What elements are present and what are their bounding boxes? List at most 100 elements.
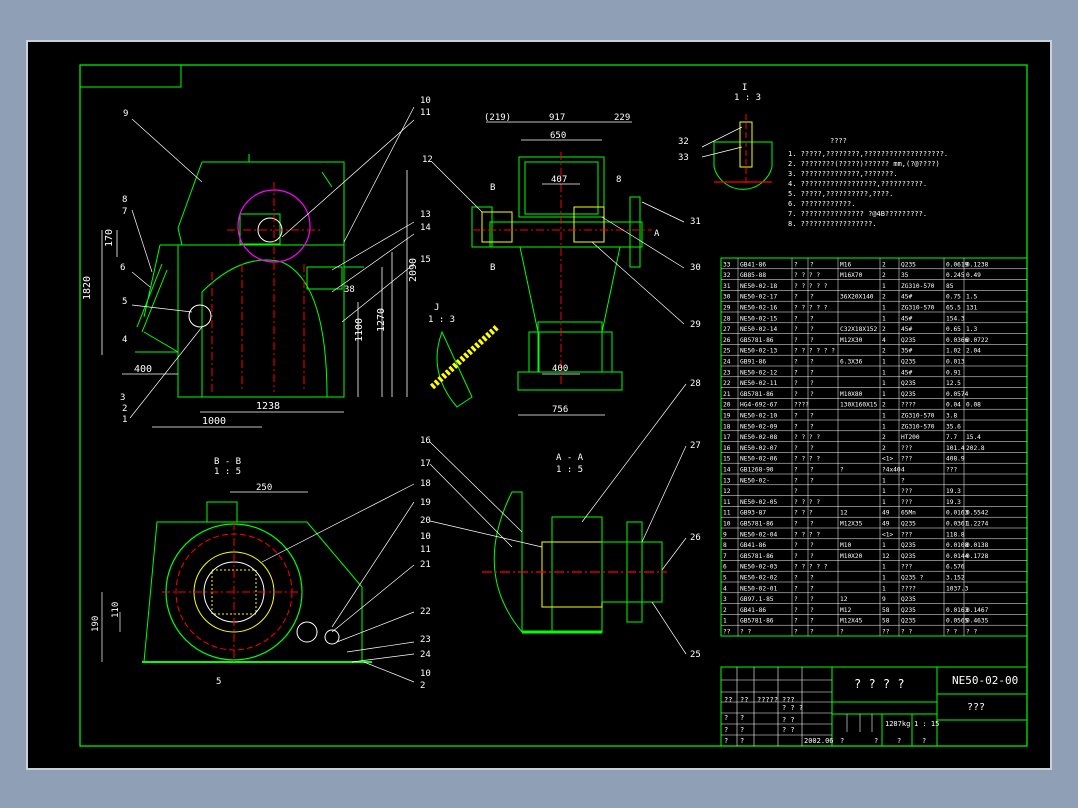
note-7: 7. ??????????????? ?@4B?????????. — [788, 210, 927, 218]
callout-8-side: 8 — [616, 175, 621, 185]
bom-cell: 0.245 — [946, 272, 965, 279]
bom-cell: ? — [794, 369, 798, 376]
callout-2: 2 — [122, 404, 127, 414]
bom-cell: ??? — [901, 499, 912, 506]
note-8: 8. ?????????????????. — [788, 220, 877, 228]
section-bb-label: B - B — [214, 457, 241, 467]
bom-cell: <1> — [882, 456, 893, 463]
bom-cell: NE50-02-08 — [740, 434, 778, 441]
bom-cell: 15.4 — [966, 434, 981, 441]
dim-229: 229 — [614, 113, 630, 123]
bom-cell: 118.8 — [946, 531, 965, 538]
section-aa: A - A 1 : 5 16 17 20 10 11 28 27 26 25 — [420, 379, 701, 660]
dim-400: 400 — [134, 364, 152, 375]
bom-cell: 2 — [882, 434, 886, 441]
bom-cell: M10X20 — [840, 553, 863, 560]
note-1: 1. ?????,????????,???????????????????. — [788, 150, 948, 158]
callout-19: 19 — [420, 498, 431, 508]
front-callouts: 9 10 11 13 14 15 1 2 3 4 5 6 7 8 38 — [120, 96, 431, 425]
bom-cell: NE50-02-04 — [740, 531, 778, 538]
callout-14: 14 — [420, 223, 431, 233]
dim-250: 250 — [256, 483, 272, 493]
bom-cell: ? — [810, 596, 814, 603]
bom-cell: ? — [794, 413, 798, 420]
bom-cell: 202.8 — [966, 445, 985, 452]
bom-cell: Q235 — [901, 380, 916, 387]
bom-cell: 2 — [882, 272, 886, 279]
bom-cell: M10 — [840, 542, 851, 549]
bom-cell: ?? — [723, 629, 731, 636]
callout-32: 32 — [678, 137, 689, 147]
callout-25: 25 — [690, 650, 701, 660]
front-dim-text: 1820 2090 1270 1100 1238 1000 400 170 — [82, 229, 419, 427]
side-centerlines — [472, 152, 652, 387]
callout-24: 24 — [420, 650, 431, 660]
bom-cell: ? ? ? ? — [794, 499, 820, 506]
bom-cell: GB41-86 — [740, 542, 766, 549]
callout-30: 30 — [690, 263, 701, 273]
bom-cell: ? — [794, 391, 798, 398]
bom-cell: 1 — [882, 477, 886, 484]
bom-cell: 0.1467 — [966, 607, 989, 614]
bom-cell: 11 — [723, 499, 731, 506]
bom-cell: 11 — [723, 510, 731, 517]
bom-cell: ? ? — [901, 629, 912, 636]
bom-cell: 5 — [723, 575, 727, 582]
bom-cell: ??? — [901, 445, 912, 452]
bom-cell: ? — [810, 585, 814, 592]
bom-cell: ??? — [901, 456, 912, 463]
bom-row: 12?1???19.3 — [723, 488, 961, 495]
bom-cell: 0.91 — [946, 369, 961, 376]
drawing-number: NE50-02-00 — [952, 674, 1018, 687]
bom-cell: NE50-02-14 — [740, 326, 778, 333]
bom-cell: ? — [794, 359, 798, 366]
bom-cell: GB5781-86 — [740, 391, 774, 398]
bom-cell: ? — [794, 445, 798, 452]
bom-cell: 4 — [723, 585, 727, 592]
bom-cell: ? — [794, 607, 798, 614]
bom-cell: M12X30 — [840, 337, 863, 344]
bom-cell: Q235 — [901, 596, 916, 603]
detail-i-label: I — [742, 83, 747, 93]
detail-j: J 1 : 3 — [428, 303, 500, 408]
callout-29: 29 — [690, 320, 701, 330]
bom-cell: 8 — [723, 542, 727, 549]
bom-cell: ? — [794, 629, 798, 636]
bom-cell: ZG310-570 — [901, 423, 935, 430]
bom-cell: 1 — [882, 315, 886, 322]
technical-notes: ???? 1. ?????,????????,?????????????????… — [788, 137, 948, 228]
bom-cell: 154.3 — [946, 315, 965, 322]
bom-cell: ? — [810, 575, 814, 582]
callout-15: 15 — [420, 255, 431, 265]
bom-cell: 0.0722 — [966, 337, 989, 344]
bom-cell: 17 — [723, 434, 731, 441]
dim-2090: 2090 — [408, 258, 419, 282]
bom-cell: NE50-02-15 — [740, 315, 778, 322]
callout-28: 28 — [690, 379, 701, 389]
bom-cell: 1.02 — [946, 348, 961, 355]
bom-cell: 6 — [723, 564, 727, 571]
bom-cell: ? — [810, 553, 814, 560]
callout-23: 23 — [420, 635, 431, 645]
callout-2-bb: 2 — [420, 681, 425, 691]
bom-cell: ZG310-570 — [901, 305, 935, 312]
bom-cell: 29 — [723, 305, 731, 312]
bom-cell: ? — [810, 477, 814, 484]
bom-cell: ? — [810, 261, 814, 268]
bom-cell: 0.08 — [966, 402, 981, 409]
bom-cell: 45# — [901, 294, 912, 301]
